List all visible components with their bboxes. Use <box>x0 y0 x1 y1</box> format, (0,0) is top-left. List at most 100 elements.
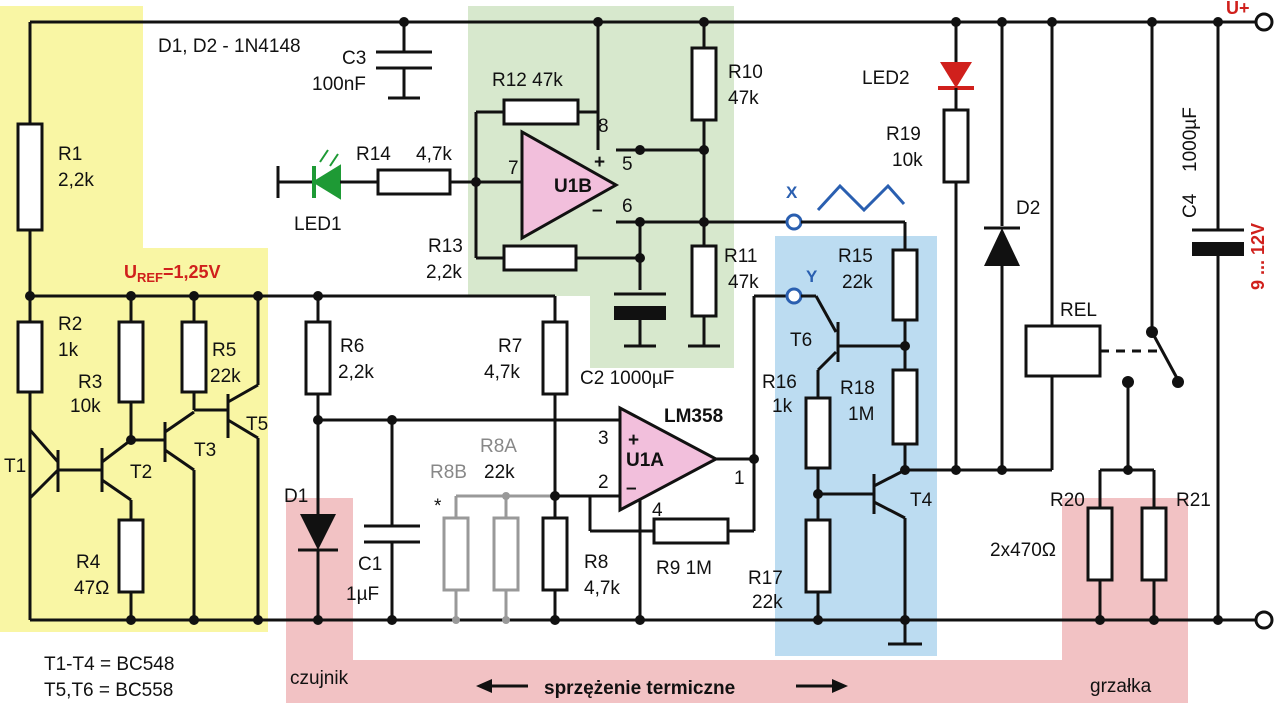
resistor-r21 <box>1140 506 1168 582</box>
t6-label: T6 <box>790 330 812 351</box>
resistor-r19 <box>942 108 970 184</box>
pin-4: 4 <box>652 500 663 521</box>
r4-label: R4 <box>76 552 101 573</box>
r7-label: R7 <box>498 336 522 357</box>
r8a-value: 22k <box>484 462 515 483</box>
r6-value: 2,2k <box>338 362 374 383</box>
pin-1: 1 <box>734 468 745 489</box>
triangle-wave-icon <box>816 183 906 213</box>
t5-label: T5 <box>246 414 268 435</box>
r19-value: 10k <box>892 150 923 171</box>
labels: D1, D2 - 1N4148 T1-T4 = BC548 T5,T6 = BC… <box>4 0 1268 701</box>
r1-label: R1 <box>58 144 82 165</box>
relay-coil <box>1024 324 1102 378</box>
resistor-r3 <box>117 320 145 404</box>
resistor-r6 <box>304 320 332 396</box>
u1a-plus: + <box>628 430 639 451</box>
pin-2: 2 <box>598 472 609 493</box>
r14-value: 4,7k <box>416 144 452 165</box>
r11-value: 47k <box>728 272 759 293</box>
r16-label: R16 <box>762 372 797 393</box>
t4-label: T4 <box>910 490 933 511</box>
r12-label: R12 47k <box>492 70 563 91</box>
r17-value: 22k <box>752 592 783 613</box>
r18-value: 1M <box>848 404 874 425</box>
r20-r21-value: 2x470Ω <box>990 540 1056 561</box>
r3-label: R3 <box>78 372 102 393</box>
probe-y-label: Y <box>806 267 818 286</box>
supply-range-label: 9 ... 12V <box>1248 223 1268 290</box>
t3-label: T3 <box>194 440 216 461</box>
opamp-u1a <box>588 294 786 620</box>
r13-label: R13 <box>428 236 463 257</box>
heater-label: grzałka <box>1090 676 1152 697</box>
probe-x <box>785 213 803 231</box>
resistor-r16 <box>804 396 832 470</box>
resistor-r12 <box>502 98 580 126</box>
opamp-u1b <box>474 22 704 290</box>
resistor-r8a <box>492 516 520 592</box>
resistor-r17 <box>804 518 832 594</box>
yellow-zone <box>0 6 268 632</box>
terminal-minus <box>1254 610 1274 630</box>
led1-branch <box>276 149 522 200</box>
r5-label: R5 <box>212 340 236 361</box>
r17-label: R17 <box>748 568 783 589</box>
resistor-r4 <box>117 518 145 594</box>
pin-5: 5 <box>622 154 633 175</box>
capacitor-c2 <box>614 292 666 348</box>
r18-label: R18 <box>840 378 875 399</box>
divider-r10-r11 <box>640 22 786 348</box>
transistors-note-b: T5,T6 = BC558 <box>44 680 173 701</box>
resistor-r2 <box>16 320 44 394</box>
pin-6: 6 <box>622 196 633 217</box>
sensor-label: czujnik <box>290 668 349 689</box>
led1-label: LED1 <box>294 214 342 235</box>
r2-value: 1k <box>58 340 79 361</box>
u1b-label: U1B <box>554 176 592 197</box>
diode-d1 <box>300 514 336 550</box>
probe-y <box>785 287 803 305</box>
r19-label: R19 <box>886 124 921 145</box>
r16-value: 1k <box>772 396 793 417</box>
r8-value: 4,7k <box>584 578 620 599</box>
reference-section <box>16 122 555 620</box>
t2-label: T2 <box>130 462 152 483</box>
resistor-r10 <box>690 46 718 122</box>
feedback-label: sprzężenie termiczne <box>544 678 735 699</box>
probe-points <box>785 183 906 333</box>
c3-value: 100nF <box>312 74 366 95</box>
led1-symbol <box>312 164 341 200</box>
resistor-r20 <box>1086 506 1114 582</box>
probe-x-label: X <box>786 183 798 202</box>
star-mark: * <box>434 496 442 517</box>
r15-label: R15 <box>838 246 873 267</box>
u1a-label: U1A <box>626 450 664 471</box>
resistor-r1 <box>16 122 44 232</box>
feedback-arrows <box>476 679 848 693</box>
diode-d2 <box>984 228 1020 266</box>
resistor-r11 <box>690 244 718 318</box>
r9-label: R9 1M <box>656 558 712 579</box>
r8b-label: R8B <box>430 462 467 483</box>
d1-label: D1 <box>284 486 308 507</box>
r1-value: 2,2k <box>58 170 94 191</box>
r2-label: R2 <box>58 314 82 335</box>
t1-label: T1 <box>4 456 26 477</box>
r3-value: 10k <box>70 396 101 417</box>
r10-label: R10 <box>728 62 763 83</box>
supply-plus-label: U+ <box>1226 0 1250 18</box>
resistor-r7 <box>541 320 569 396</box>
u1b-plus: + <box>594 152 605 173</box>
rel-label: REL <box>1060 300 1097 321</box>
r14-label: R14 <box>356 144 391 165</box>
c2-label: C2 1000µF <box>580 368 674 389</box>
r5-value: 22k <box>210 366 241 387</box>
resistor-r18 <box>891 368 919 446</box>
pin-7: 7 <box>508 158 519 179</box>
resistor-r8b <box>442 516 470 592</box>
c1-value: 1µF <box>346 584 379 605</box>
c4-value: 1000µF <box>1180 107 1201 172</box>
resistor-r14 <box>376 168 452 196</box>
